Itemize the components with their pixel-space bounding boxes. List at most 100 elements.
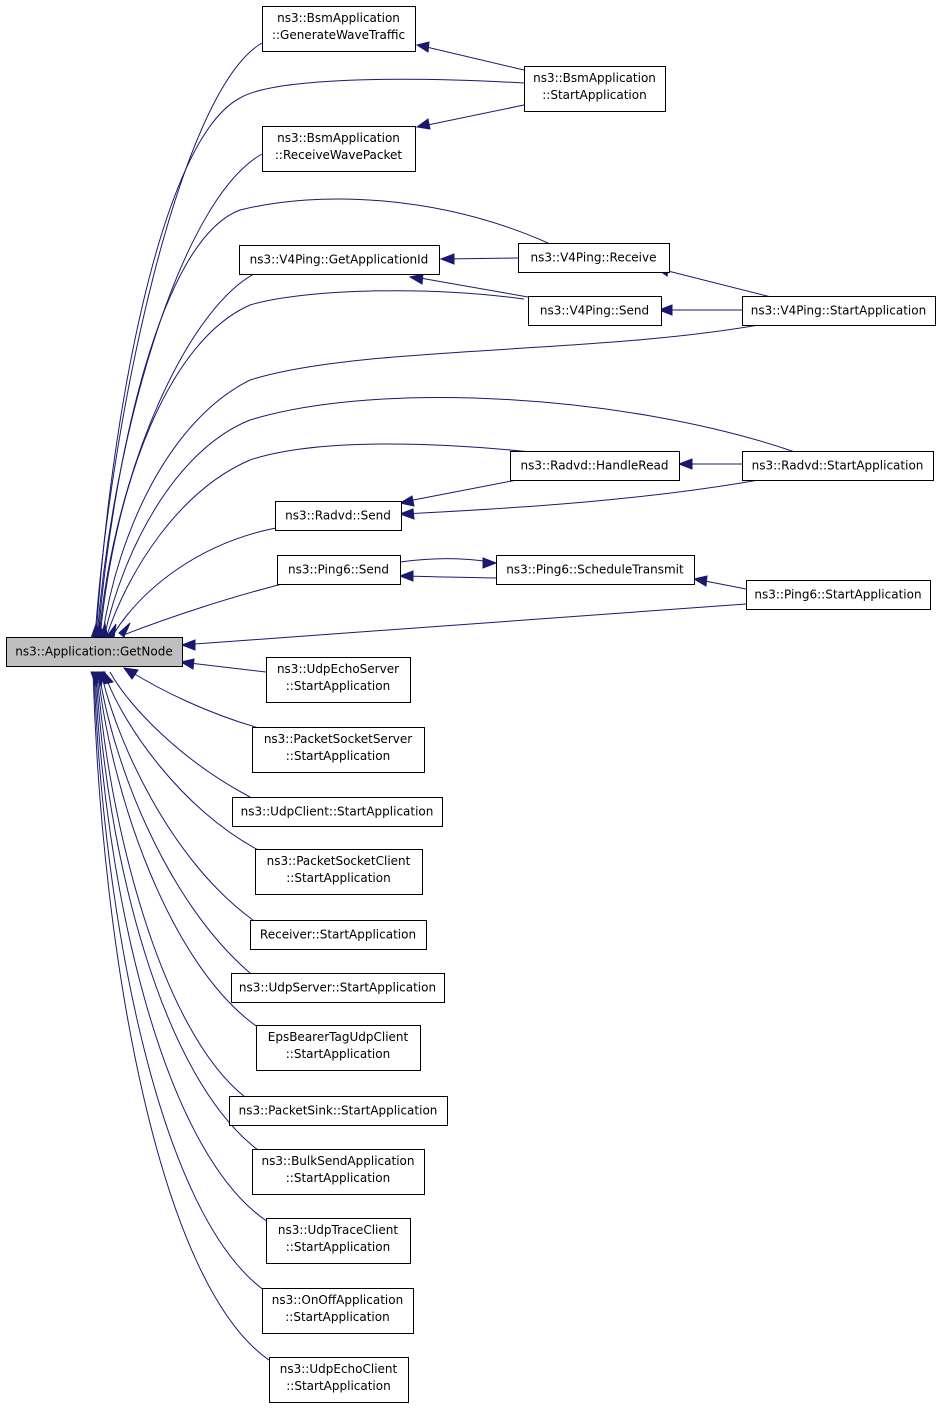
arrowhead <box>122 667 139 680</box>
node-box <box>252 727 425 773</box>
node-label: ns3::V4Ping::Receive <box>530 251 656 265</box>
node-box <box>262 6 416 52</box>
node-epsbearer[interactable]: EpsBearerTagUdpClient::StartApplication <box>256 1025 421 1071</box>
node-box <box>742 451 934 481</box>
edge-radvd-send-to-getnode <box>110 525 288 639</box>
node-onoff[interactable]: ns3::OnOffApplication::StartApplication <box>262 1288 414 1334</box>
node-bsm-generate[interactable]: ns3::BsmApplication::GenerateWaveTraffic <box>262 6 416 52</box>
node-receiver[interactable]: Receiver::StartApplication <box>250 920 427 950</box>
edge-v4-send-to-v4-getappid <box>419 277 529 298</box>
edge-bsm-receive-to-getnode <box>96 153 263 639</box>
node-label: Receiver::StartApplication <box>260 928 416 942</box>
node-udpecho-server[interactable]: ns3::UdpEchoServer::StartApplication <box>266 657 411 703</box>
node-getnode[interactable]: ns3::Application::GetNode <box>6 637 183 667</box>
edge-radvd-handleread-to-getnode <box>105 443 541 639</box>
edge-bsm-start-to-getnode <box>95 78 525 639</box>
arrowhead <box>118 622 131 638</box>
arrowhead <box>692 575 708 587</box>
node-v4-start[interactable]: ns3::V4Ping::StartApplication <box>742 296 936 326</box>
arrowhead <box>398 495 415 507</box>
arrowhead <box>415 41 430 53</box>
arrowhead <box>103 670 114 685</box>
node-box <box>232 797 443 827</box>
edge-receiver-to-getnode <box>100 671 254 921</box>
node-v4-getappid[interactable]: ns3::V4Ping::GetApplicationId <box>239 245 440 275</box>
edge-v4-start-to-v4-receive <box>667 270 776 299</box>
node-label: ns3::V4Ping::StartApplication <box>751 304 926 318</box>
node-box <box>239 245 440 275</box>
node-box <box>496 555 695 585</box>
arrowhead <box>677 458 693 470</box>
node-radvd-start[interactable]: ns3::Radvd::StartApplication <box>742 451 934 481</box>
node-ping6-schedule[interactable]: ns3::Ping6::ScheduleTransmit <box>496 555 695 585</box>
node-box <box>510 451 680 481</box>
node-udpclient[interactable]: ns3::UdpClient::StartApplication <box>232 797 443 827</box>
node-label: ns3::Radvd::StartApplication <box>752 459 924 473</box>
node-label: ns3::PacketSocketClient <box>267 854 411 868</box>
node-label: ns3::Ping6::StartApplication <box>754 588 921 602</box>
edge-udptrace-to-getnode <box>94 671 269 1223</box>
node-label: ::StartApplication <box>286 871 390 885</box>
node-label: ns3::Ping6::ScheduleTransmit <box>506 563 684 577</box>
edge-ping6-schedule-to-ping6-send <box>406 575 497 579</box>
edge-epsbearer-to-getnode <box>97 671 263 1031</box>
node-label: ns3::UdpTraceClient <box>278 1223 398 1237</box>
node-bsm-receive[interactable]: ns3::BsmApplication::ReceiveWavePacket <box>262 126 416 172</box>
node-bulksend[interactable]: ns3::BulkSendApplication::StartApplicati… <box>252 1149 425 1195</box>
node-box <box>256 1025 421 1071</box>
node-packetsocket-client[interactable]: ns3::PacketSocketClient::StartApplicatio… <box>255 849 423 895</box>
node-udpserver[interactable]: ns3::UdpServer::StartApplication <box>231 973 445 1003</box>
arrowhead <box>180 639 196 651</box>
node-ping6-start[interactable]: ns3::Ping6::StartApplication <box>746 580 931 610</box>
node-packetsocket-server[interactable]: ns3::PacketSocketServer::StartApplicatio… <box>252 727 425 773</box>
node-label: ::ReceiveWavePacket <box>275 148 403 162</box>
edge-radvd-start-to-radvd-send <box>402 477 771 515</box>
edge-v4-start-to-getnode <box>101 322 771 639</box>
node-label: ns3::Radvd::Send <box>285 509 391 523</box>
node-box <box>277 555 401 585</box>
node-label: ns3::UdpServer::StartApplication <box>239 981 436 995</box>
node-box <box>266 1218 411 1264</box>
edge-ping6-send-to-ping6-schedule <box>399 558 491 563</box>
node-box <box>269 1357 409 1403</box>
edge-ping6-start-to-ping6-schedule <box>704 580 747 590</box>
node-box <box>524 66 666 112</box>
node-label: ::StartApplication <box>286 1379 390 1393</box>
edge-packetsocket-client-to-getnode <box>103 671 263 853</box>
node-label: ::StartApplication <box>542 88 646 102</box>
arrowhead <box>657 304 673 316</box>
node-label: ns3::UdpEchoClient <box>280 1362 398 1376</box>
edge-packetsocket-server-to-getnode <box>127 669 267 731</box>
node-box <box>266 657 411 703</box>
node-label: ns3::Ping6::Send <box>288 563 389 577</box>
node-packetsink[interactable]: ns3::PacketSink::StartApplication <box>229 1096 448 1126</box>
node-label: ns3::BulkSendApplication <box>262 1154 415 1168</box>
node-bsm-start[interactable]: ns3::BsmApplication::StartApplication <box>524 66 666 112</box>
node-box <box>262 1288 414 1334</box>
node-label: ns3::UdpClient::StartApplication <box>241 805 434 819</box>
node-radvd-handleread[interactable]: ns3::Radvd::HandleRead <box>510 451 680 481</box>
node-udpecho-client[interactable]: ns3::UdpEchoClient::StartApplication <box>269 1357 409 1403</box>
node-label: ::StartApplication <box>286 749 390 763</box>
node-radvd-send[interactable]: ns3::Radvd::Send <box>275 501 402 531</box>
node-v4-send[interactable]: ns3::V4Ping::Send <box>528 296 662 326</box>
node-label: ::StartApplication <box>286 1171 390 1185</box>
nodes: ns3::Application::GetNode ns3::BsmApplica… <box>6 6 936 1403</box>
node-udptrace[interactable]: ns3::UdpTraceClient::StartApplication <box>266 1218 411 1264</box>
node-box <box>250 920 427 950</box>
node-label: ns3::UdpEchoServer <box>277 662 399 676</box>
edge-radvd-start-to-getnode <box>103 397 796 639</box>
edge-ping6-start-to-getnode <box>180 603 747 646</box>
edge-udpecho-client-to-getnode <box>92 671 273 1363</box>
edge-udpclient-to-getnode <box>109 671 251 798</box>
node-label: ns3::BsmApplication <box>533 71 656 85</box>
edge-packetsink-to-getnode <box>96 671 246 1098</box>
arrowhead <box>398 508 415 520</box>
node-box <box>742 296 936 326</box>
node-v4-receive[interactable]: ns3::V4Ping::Receive <box>518 243 670 273</box>
node-box <box>518 243 670 273</box>
arrowhead <box>398 570 414 582</box>
node-ping6-send[interactable]: ns3::Ping6::Send <box>277 555 401 585</box>
edges <box>92 42 796 1363</box>
